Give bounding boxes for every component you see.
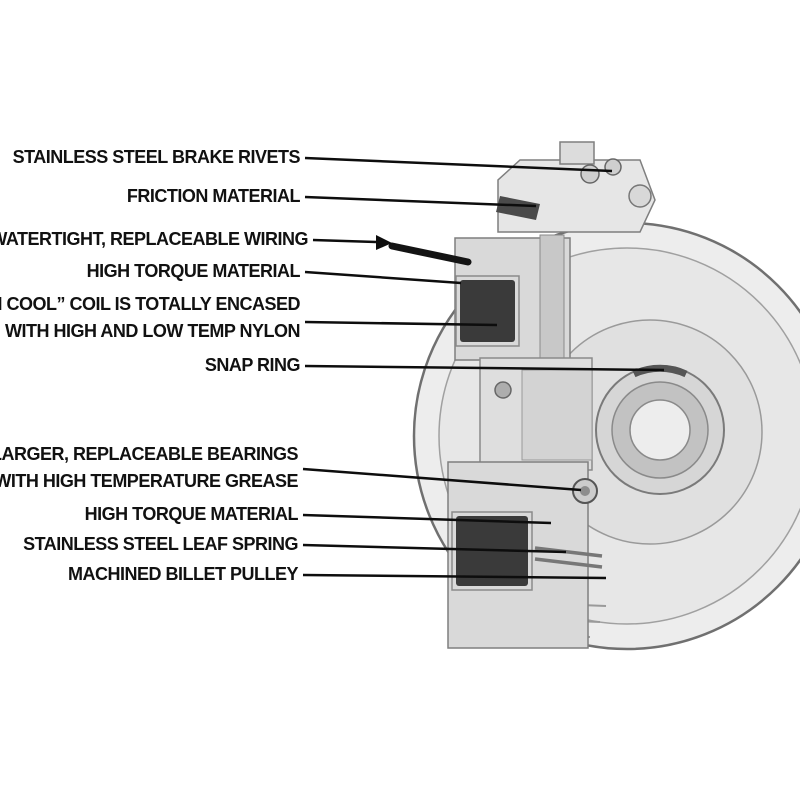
callout-text: High Torque Material: [84, 504, 299, 524]
wire: [388, 242, 472, 266]
callout-text: High Torque Material: [86, 261, 301, 281]
leader-torque-top: [304, 270, 462, 285]
callout-text-line2: With High and Low Temp Nylon: [5, 321, 300, 341]
leaf-spring: [534, 546, 603, 569]
leader-torque-bottom: [302, 513, 552, 525]
shaft-inner: [521, 369, 593, 461]
callout-text: Stainless Steel Leaf Spring: [23, 534, 298, 554]
callout-text: Larger, Replaceable Bearings: [0, 444, 299, 464]
callout-bearings: Larger, Replaceable Bearings With High T…: [0, 441, 299, 495]
callout-brake-rivets: Stainless Steel Brake Rivets: [12, 144, 301, 171]
callout-snap-ring: Snap Ring: [204, 352, 301, 379]
coil-upper: [460, 280, 515, 342]
callout-leaf-spring: Stainless Steel Leaf Spring: [23, 531, 298, 558]
armature-plate-upper: [539, 234, 565, 364]
callout-text: Watertight, Replaceable Wiring: [0, 229, 308, 249]
leader-coil: [304, 320, 498, 327]
callout-coil: “Run Cool” Coil is Totally Encased With …: [0, 291, 301, 345]
bracket-bolt: [628, 184, 652, 208]
callout-text: Snap Ring: [204, 355, 301, 375]
nylon-encasement-upper: [455, 275, 520, 347]
hub-bore: [629, 399, 691, 461]
bracket-stub: [559, 141, 595, 165]
clutch-illustration: [388, 141, 800, 651]
callout-torque-top: High Torque Material: [86, 258, 301, 285]
brake-rivet-2: [604, 158, 622, 176]
leader-leaf-spring: [302, 543, 567, 554]
leader-friction-material: [304, 195, 537, 208]
callout-text: Machined Billet Pulley: [68, 564, 299, 584]
callout-torque-bottom: High Torque Material: [84, 501, 299, 528]
leader-billet-pulley: [302, 573, 607, 580]
callout-text: “Run Cool” Coil is Totally Encased: [0, 294, 301, 314]
leader-snap-ring: [304, 364, 665, 372]
callout-wiring: Watertight, Replaceable Wiring: [0, 226, 308, 253]
callout-text: Friction Material: [126, 186, 301, 206]
bearing-ball: [580, 486, 590, 496]
callout-friction-material: Friction Material: [126, 183, 301, 210]
leader-lines: [302, 156, 665, 580]
callout-text: Stainless Steel Brake Rivets: [12, 147, 301, 167]
callout-text-line2: With High Temperature Grease: [0, 471, 299, 491]
leader-bearings: [302, 467, 582, 492]
snap-ring: [632, 364, 688, 378]
leader-wiring: [312, 238, 377, 244]
wiring-arrowhead: [376, 235, 392, 250]
friction-pad: [496, 196, 540, 220]
callout-billet-pulley: Machined Billet Pulley: [68, 561, 299, 588]
pin-upper: [494, 381, 512, 399]
brake-rivet-1: [580, 164, 600, 184]
leader-brake-rivets: [304, 156, 613, 173]
